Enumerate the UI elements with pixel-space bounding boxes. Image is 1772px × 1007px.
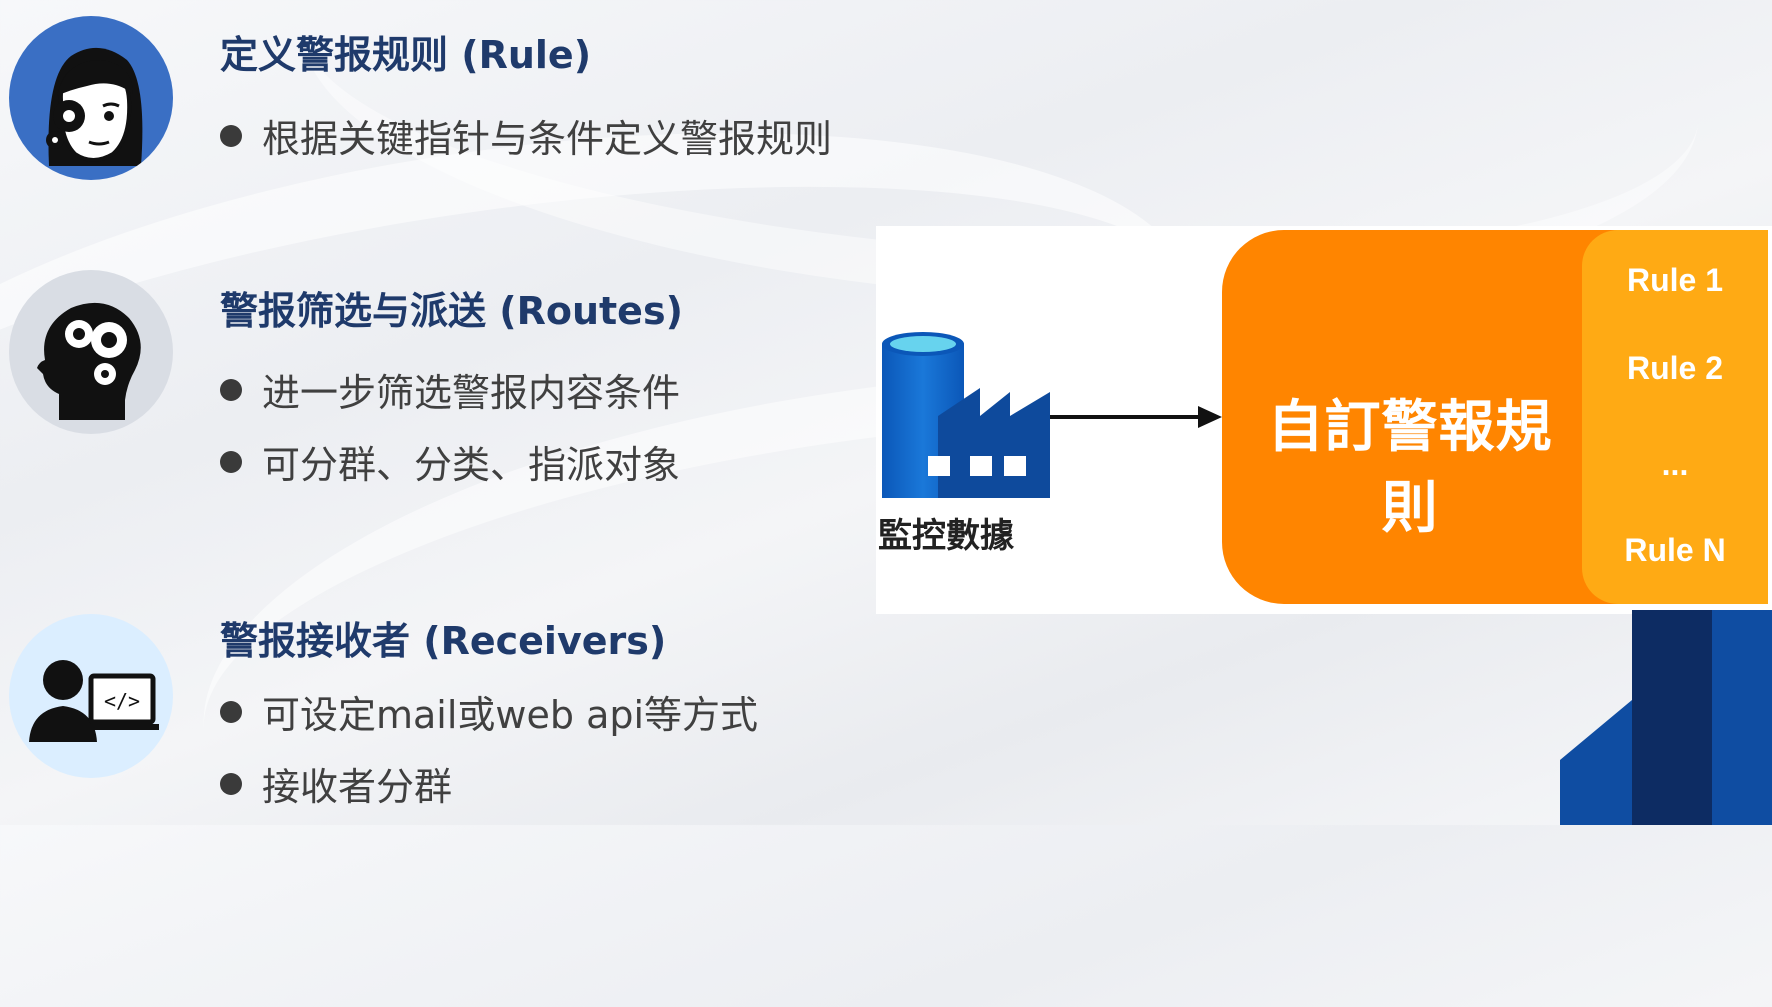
- bullet-icon: [220, 378, 242, 401]
- rule-item: Rule 2: [1626, 350, 1724, 386]
- person-gear-icon: [9, 16, 173, 180]
- arrow-right-icon: [1050, 404, 1224, 430]
- bullet-text: 根据关键指针与条件定义警报规则: [262, 117, 833, 161]
- source-label: 監控數據: [878, 516, 1014, 556]
- list-item: 根据关键指针与条件定义警报规则: [220, 108, 832, 163]
- head-gears-icon: [9, 270, 173, 434]
- rule-item: ...: [1661, 446, 1689, 482]
- list-item: 进一步筛选警报内容条件: [220, 362, 680, 417]
- rules-title: 自訂警報規則: [1267, 395, 1553, 541]
- rule-item: Rule N: [1624, 532, 1726, 568]
- rules-list: [1582, 230, 1768, 604]
- bullet-icon: [220, 700, 242, 723]
- bullet-icon: [220, 450, 242, 473]
- developer-screen-icon: </>: [9, 614, 173, 778]
- bullet-icon: [220, 124, 242, 147]
- section-title-receivers: 警报接收者 (Receivers): [220, 619, 667, 663]
- section-title-rule: 定义警报规则 (Rule): [220, 33, 592, 77]
- factory-database-icon: [878, 330, 1052, 500]
- list-item: 可分群、分类、指派对象: [220, 434, 680, 489]
- list-item: 可设定mail或web api等方式: [220, 684, 758, 739]
- bullet-text: 可分群、分类、指派对象: [262, 443, 681, 487]
- bullet-icon: [220, 772, 242, 795]
- svg-text:</>: </>: [104, 689, 140, 713]
- bullet-text: 接收者分群: [262, 765, 453, 809]
- decorative-corner: [1560, 610, 1772, 825]
- section-title-routes: 警报筛选与派送 (Routes): [220, 289, 683, 333]
- bullet-text: 可设定mail或web api等方式: [262, 693, 759, 737]
- rule-item: Rule 1: [1626, 262, 1724, 298]
- bullet-text: 进一步筛选警报内容条件: [262, 371, 681, 415]
- list-item: 接收者分群: [220, 756, 452, 811]
